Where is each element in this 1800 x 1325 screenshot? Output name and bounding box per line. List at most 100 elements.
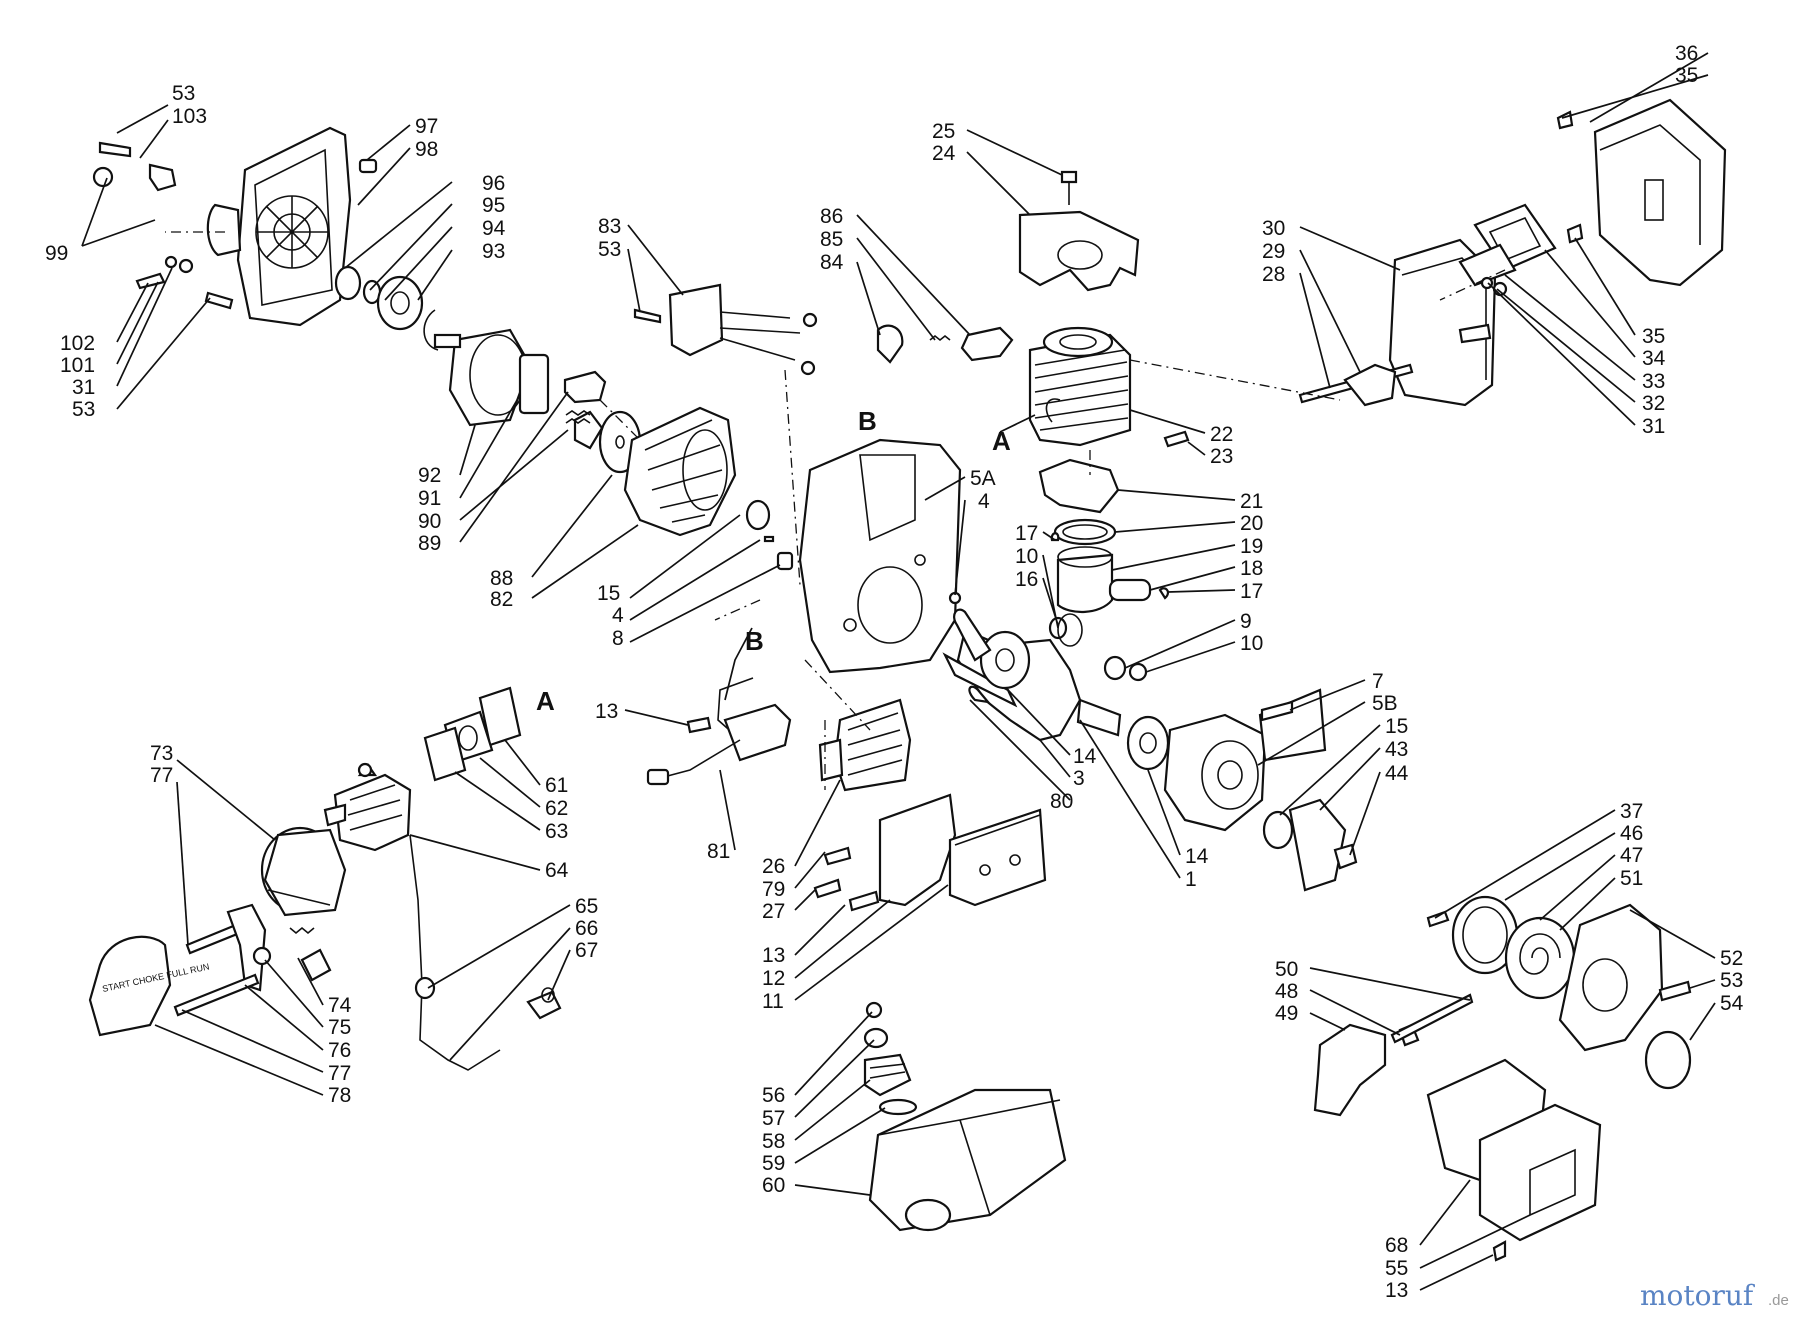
callout-83: 83 — [598, 215, 621, 238]
fan-housing — [206, 126, 352, 327]
callout-57: 57 — [762, 1107, 785, 1130]
marker-a: A — [536, 686, 555, 716]
watermark: motoruf .de — [1640, 1279, 1789, 1312]
starter-pulley — [1426, 895, 1576, 1000]
callout-labels: 53 103 99 102 101 31 53 97 98 96 95 94 9… — [45, 42, 1744, 1302]
guard-bracket — [1426, 1058, 1602, 1262]
callout-14: 14 — [1185, 845, 1209, 868]
leader-lines — [81, 52, 1716, 1291]
callout-48: 48 — [1275, 980, 1298, 1003]
callout-61: 61 — [545, 774, 568, 797]
callout-1: 1 — [1185, 868, 1197, 891]
callout-18: 18 — [1240, 557, 1263, 580]
callout-7: 7 — [1372, 670, 1384, 693]
callout-17: 17 — [1015, 522, 1038, 545]
callout-53: 53 — [72, 398, 95, 421]
callout-22: 22 — [1210, 423, 1233, 446]
callout-63: 63 — [545, 820, 568, 843]
callout-15: 15 — [597, 582, 620, 605]
cylinder-shroud — [1018, 170, 1140, 292]
cylinder — [1028, 326, 1190, 448]
callout-80: 80 — [1050, 790, 1073, 813]
callout-24: 24 — [932, 142, 956, 165]
callout-67: 67 — [575, 939, 598, 962]
exhaust-stud — [1298, 363, 1414, 407]
callout-66: 66 — [575, 917, 598, 940]
callout-64: 64 — [545, 859, 569, 882]
callout-31: 31 — [1642, 415, 1665, 438]
callout-98: 98 — [415, 138, 438, 161]
callout-53: 53 — [1720, 969, 1743, 992]
callout-30: 30 — [1262, 217, 1285, 240]
callout-14: 14 — [1073, 745, 1097, 768]
callout-92: 92 — [418, 464, 441, 487]
callout-77: 77 — [150, 764, 173, 787]
callout-95: 95 — [482, 194, 505, 217]
callout-11: 11 — [762, 990, 784, 1013]
marker-b: B — [858, 406, 877, 436]
callout-36: 36 — [1675, 42, 1698, 65]
fuel-cap — [863, 1001, 918, 1116]
callout-34: 34 — [1642, 347, 1666, 370]
intake-heat-shield — [818, 698, 912, 792]
engine-mount-bracket — [813, 793, 1047, 912]
callout-82: 82 — [490, 588, 513, 611]
callout-35: 35 — [1675, 64, 1698, 87]
callout-99: 99 — [45, 242, 68, 265]
callout-43: 43 — [1385, 738, 1408, 761]
plug-boot-and-spark-plug — [876, 324, 1014, 364]
callout-50: 50 — [1275, 958, 1298, 981]
callout-76: 76 — [328, 1039, 351, 1062]
callout-53: 53 — [172, 82, 195, 105]
callout-3: 3 — [1073, 767, 1085, 790]
callout-60: 60 — [762, 1174, 785, 1197]
callout-23: 23 — [1210, 445, 1233, 468]
callout-65: 65 — [575, 895, 598, 918]
fuel-line — [409, 834, 562, 1071]
muffler-gaskets — [1458, 203, 1584, 297]
callout-15: 15 — [1385, 715, 1408, 738]
callout-94: 94 — [482, 217, 506, 240]
callout-8: 8 — [612, 627, 624, 650]
callout-17: 17 — [1240, 580, 1263, 603]
callout-81: 81 — [707, 840, 730, 863]
callout-13: 13 — [595, 700, 618, 723]
callout-35: 35 — [1642, 325, 1665, 348]
callout-31: 31 — [72, 376, 95, 399]
callout-4: 4 — [612, 604, 624, 627]
starter-handle — [1313, 993, 1474, 1117]
callout-51: 51 — [1620, 867, 1643, 890]
callout-29: 29 — [1262, 240, 1285, 263]
clutch-plate-5b — [1262, 798, 1358, 892]
callout-20: 20 — [1240, 512, 1263, 535]
callout-77: 77 — [328, 1062, 351, 1085]
crankshaft — [942, 608, 1170, 771]
callout-37: 37 — [1620, 800, 1643, 823]
callout-53: 53 — [598, 238, 621, 261]
callout-49: 49 — [1275, 1002, 1298, 1025]
callout-27: 27 — [762, 900, 785, 923]
clutch-drum — [433, 328, 550, 427]
callout-85: 85 — [820, 228, 843, 251]
bearing-stack — [334, 265, 439, 351]
muffler — [1388, 238, 1497, 407]
section-markers: B A B A — [536, 406, 1036, 716]
callout-56: 56 — [762, 1084, 785, 1107]
assembly-centerlines — [165, 231, 1506, 790]
callout-10: 10 — [1240, 632, 1263, 655]
marker-b: B — [745, 626, 764, 656]
starter-housing — [1558, 903, 1692, 1090]
callout-9: 9 — [1240, 610, 1252, 633]
callout-101: 101 — [60, 354, 95, 377]
housing-hardware — [92, 141, 378, 310]
callout-93: 93 — [482, 240, 505, 263]
marker-a: A — [992, 426, 1011, 456]
callout-91: 91 — [418, 487, 441, 510]
callout-68: 68 — [1385, 1234, 1408, 1257]
callout-26: 26 — [762, 855, 785, 878]
crankcase-half — [798, 438, 962, 674]
callout-13: 13 — [762, 944, 785, 967]
callout-96: 96 — [482, 172, 505, 195]
callout-32: 32 — [1642, 392, 1665, 415]
flywheel — [598, 406, 794, 571]
